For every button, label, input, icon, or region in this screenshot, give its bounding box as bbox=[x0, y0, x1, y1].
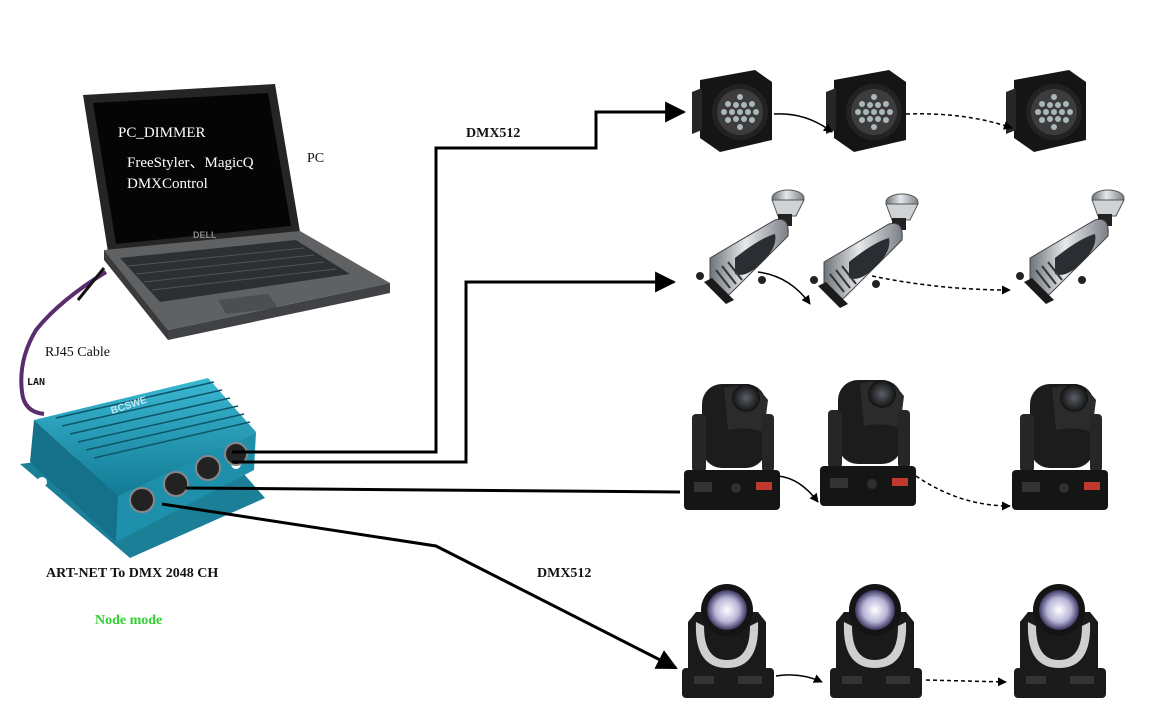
laptop-brand: DELL bbox=[193, 230, 217, 240]
led-par-fixture bbox=[826, 70, 906, 152]
moving-head-beam-fixture bbox=[1014, 584, 1106, 698]
dmx-cable-row-3 bbox=[185, 486, 681, 494]
laptop-software-1: PC_DIMMER bbox=[118, 125, 206, 141]
dmx512-label-bottom: DMX512 bbox=[537, 566, 592, 581]
pc-label: PC bbox=[307, 151, 325, 166]
led-par-fixture bbox=[692, 70, 772, 152]
laptop-software-3: DMXControl bbox=[127, 176, 208, 192]
rj45-cable bbox=[19, 270, 108, 416]
node-mode-label: Node mode bbox=[95, 613, 163, 628]
daisy-chain-link-dashed bbox=[871, 275, 1011, 295]
laptop-image bbox=[83, 84, 390, 340]
node-title: ART-NET To DMX 2048 CH bbox=[46, 566, 219, 581]
rj45-cable-label: RJ45 Cable bbox=[45, 345, 110, 360]
daisy-chain-link-dashed bbox=[905, 113, 1013, 130]
rj45-cable-plug bbox=[76, 267, 106, 301]
daisy-chain-link-dashed bbox=[925, 677, 1007, 687]
lan-label: LAN bbox=[27, 377, 46, 388]
dmx-cable-row-1 bbox=[232, 101, 687, 454]
fixture-row-scanner bbox=[695, 189, 1125, 309]
dmx-cable-row-4 bbox=[161, 502, 678, 670]
moving-head-spot-fixture bbox=[820, 380, 916, 506]
moving-head-beam-fixture bbox=[682, 584, 774, 698]
daisy-chain-link bbox=[757, 271, 811, 305]
moving-head-beam-fixture bbox=[830, 584, 922, 698]
fixture-row-led-par bbox=[692, 70, 1086, 152]
moving-head-spot-fixture bbox=[684, 384, 780, 510]
scanner-fixture bbox=[1015, 189, 1125, 305]
led-par-fixture bbox=[1006, 70, 1086, 152]
scanner-fixture bbox=[809, 193, 919, 309]
daisy-chain-link-dashed bbox=[915, 475, 1011, 511]
fixture-row-moving-head-spot bbox=[684, 380, 1108, 511]
artnet-node-image bbox=[20, 378, 265, 558]
dmx-cable-row-2 bbox=[232, 271, 677, 464]
daisy-chain-link bbox=[777, 475, 819, 503]
scanner-fixture bbox=[695, 189, 805, 305]
daisy-chain-link bbox=[775, 674, 823, 683]
laptop-software-2: FreeStyler、MagicQ bbox=[127, 155, 254, 171]
fixture-row-moving-head-beam bbox=[682, 584, 1106, 698]
daisy-chain-link bbox=[773, 113, 833, 133]
dmx-cables bbox=[161, 101, 687, 670]
dmx512-label-top: DMX512 bbox=[466, 126, 521, 141]
moving-head-spot-fixture bbox=[1012, 384, 1108, 510]
